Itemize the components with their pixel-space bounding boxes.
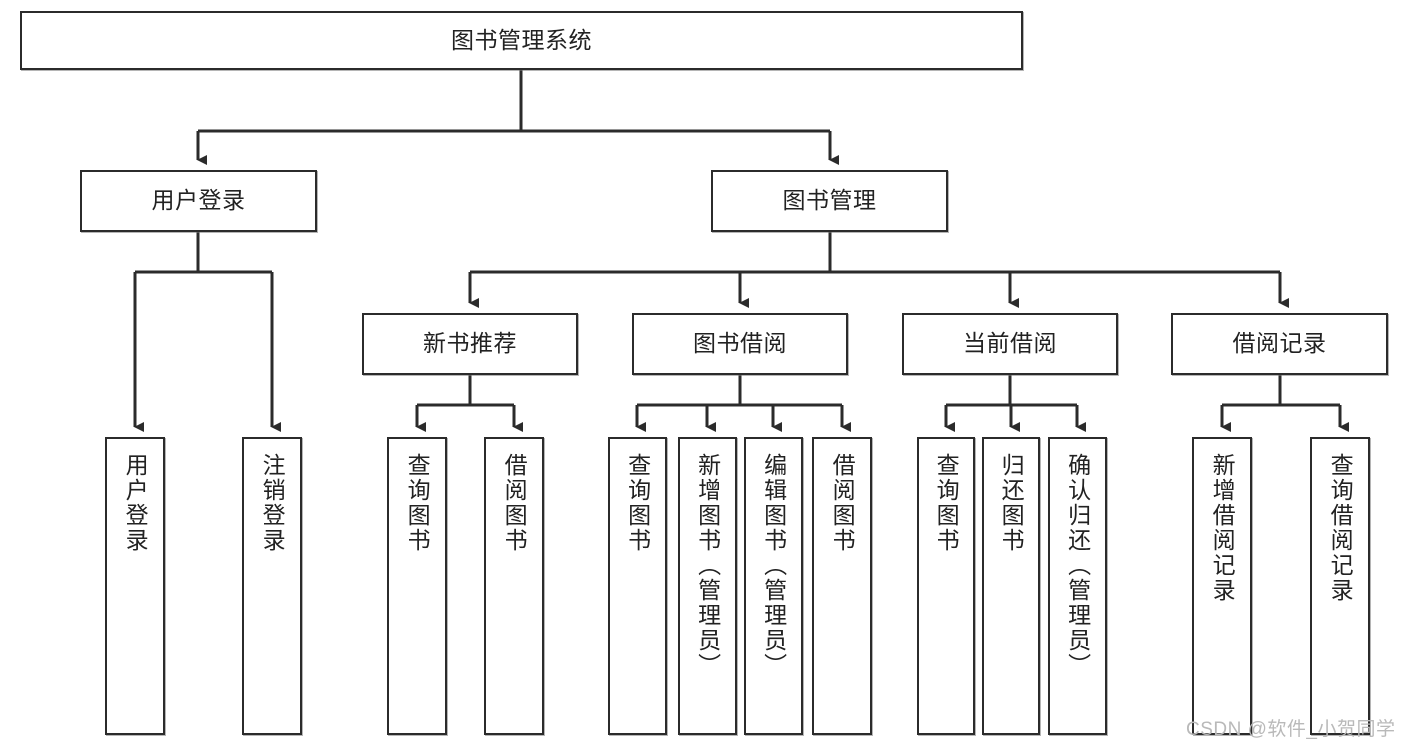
- node-borrow-record[interactable]: 借阅记录: [1171, 313, 1388, 375]
- node-label: 查询借阅记录: [1327, 453, 1354, 603]
- node-new-book-recommend[interactable]: 新书推荐: [362, 313, 578, 375]
- node-label: 新增图书（管理员）: [694, 453, 721, 678]
- leaf-book-borrow-edit-book-admin[interactable]: 编辑图书（管理员）: [744, 437, 803, 735]
- node-label: 归还图书: [998, 453, 1025, 553]
- leaf-book-borrow-query-books[interactable]: 查询图书: [608, 437, 667, 735]
- leaf-book-borrow-borrow-books[interactable]: 借阅图书: [812, 437, 872, 735]
- node-label: 新书推荐: [423, 330, 517, 357]
- node-current-borrow[interactable]: 当前借阅: [902, 313, 1118, 375]
- node-label: 编辑图书（管理员）: [760, 453, 787, 678]
- node-label: 图书管理系统: [451, 26, 592, 53]
- node-label: 注销登录: [259, 453, 286, 553]
- node-label: 新增借阅记录: [1209, 453, 1236, 603]
- node-user-login[interactable]: 用户登录: [80, 170, 317, 232]
- node-label: 确认归还（管理员）: [1064, 453, 1091, 678]
- watermark-text: CSDN @软件_小贺同学: [1186, 719, 1396, 740]
- leaf-user-login-logout[interactable]: 注销登录: [242, 437, 302, 735]
- node-label: 当前借阅: [963, 330, 1057, 357]
- leaf-new-book-borrow-books[interactable]: 借阅图书: [484, 437, 544, 735]
- node-label: 用户登录: [122, 453, 149, 553]
- node-label: 借阅图书: [829, 453, 856, 553]
- node-root-book-management-system[interactable]: 图书管理系统: [20, 11, 1023, 70]
- node-label: 查询图书: [933, 453, 960, 553]
- node-book-borrow[interactable]: 图书借阅: [632, 313, 848, 375]
- node-label: 图书借阅: [693, 330, 787, 357]
- node-book-management[interactable]: 图书管理: [711, 170, 948, 232]
- leaf-book-borrow-add-book-admin[interactable]: 新增图书（管理员）: [678, 437, 737, 735]
- leaf-borrow-record-query-record[interactable]: 查询借阅记录: [1310, 437, 1370, 735]
- node-label: 查询图书: [404, 453, 431, 553]
- leaf-new-book-query-books[interactable]: 查询图书: [387, 437, 447, 735]
- leaf-user-login-login[interactable]: 用户登录: [105, 437, 165, 735]
- node-label: 借阅记录: [1232, 330, 1327, 357]
- leaf-current-borrow-confirm-return-admin[interactable]: 确认归还（管理员）: [1048, 437, 1107, 735]
- node-label: 用户登录: [151, 187, 246, 214]
- node-label: 图书管理: [782, 187, 877, 214]
- leaf-borrow-record-add-record[interactable]: 新增借阅记录: [1192, 437, 1252, 735]
- node-label: 借阅图书: [501, 453, 528, 553]
- leaf-current-borrow-return-books[interactable]: 归还图书: [982, 437, 1040, 735]
- node-label: 查询图书: [624, 453, 651, 553]
- leaf-current-borrow-query-books[interactable]: 查询图书: [917, 437, 975, 735]
